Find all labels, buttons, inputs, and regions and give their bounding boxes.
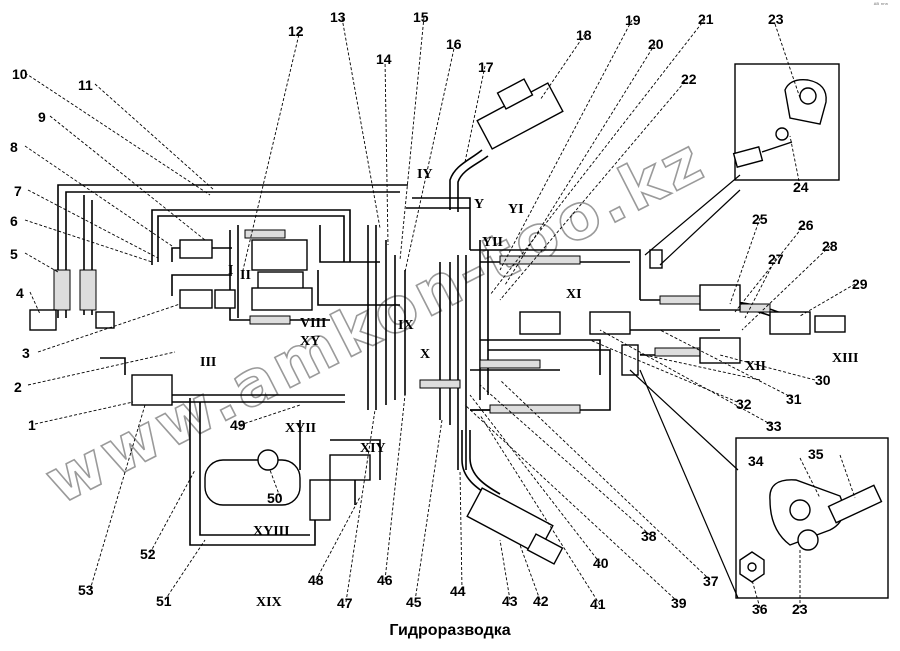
right-cylinder-fittings [519,249,846,376]
marker-YII: YII [482,235,503,250]
callout-25: 25 [752,211,768,227]
callout-31: 31 [786,391,802,407]
inset-clamp-bottom [735,437,889,599]
callout-30: 30 [815,372,831,388]
callout-20: 20 [648,36,664,52]
callout-45: 45 [406,594,422,610]
marker-Y: Y [474,197,484,212]
marker-III: III [200,355,216,370]
callout-24: 24 [793,179,809,195]
callout-26: 26 [798,217,814,233]
callout-10: 10 [12,66,28,82]
callout-labels: 1 2 3 4 5 6 7 8 9 10 11 12 13 14 15 16 1… [10,9,868,617]
callout-9: 9 [38,109,46,125]
callout-49: 49 [230,417,246,433]
inset-connectors [629,174,741,599]
marker-XIX: XIX [256,595,282,610]
components [29,63,889,599]
callout-32: 32 [736,396,752,412]
callout-53: 53 [78,582,94,598]
callout-39: 39 [671,595,687,611]
callout-14: 14 [376,51,392,67]
callout-1: 1 [28,417,36,433]
callout-15: 15 [413,9,429,25]
callout-3: 3 [22,345,30,361]
callout-19: 19 [625,12,641,28]
marker-II: II [240,268,251,283]
callout-40: 40 [593,555,609,571]
figure-caption: Гидроразводка [389,622,511,639]
callout-27: 27 [768,251,784,267]
marker-XIY: XIY [360,441,386,456]
callout-52: 52 [140,546,156,562]
callout-37: 37 [703,573,719,589]
callout-33: 33 [766,418,782,434]
callout-44: 44 [450,583,466,599]
corner-mark: ᴬᴮ ⁿⁿⁿ [873,2,888,9]
callout-13: 13 [330,9,346,25]
callout-38: 38 [641,528,657,544]
callout-50: 50 [267,490,283,506]
left-fitting [29,309,115,331]
callout-51: 51 [156,593,172,609]
callout-41: 41 [590,596,606,612]
marker-XIII: XIII [832,351,858,366]
marker-XY: XY [300,334,320,349]
callout-4: 4 [16,285,24,301]
callout-8: 8 [10,139,18,155]
callout-17: 17 [478,59,494,75]
callout-36: 36 [752,601,768,617]
callout-23-bottom: 23 [792,601,808,617]
marker-X: X [420,347,430,362]
callout-11: 11 [78,77,93,93]
top-valve [476,78,564,150]
callout-42: 42 [533,593,549,609]
callout-48: 48 [308,572,324,588]
callout-2: 2 [14,379,22,395]
marker-I: I [228,263,233,278]
marker-XII: XII [745,359,766,374]
callout-34: 34 [748,453,764,469]
callout-6: 6 [10,213,18,229]
distributor-block [251,239,313,311]
marker-XI: XI [566,287,582,302]
marker-XYIII: XYIII [253,524,290,539]
callout-12: 12 [288,23,304,39]
bottom-valve [466,487,564,565]
callout-23-top: 23 [768,11,784,27]
callout-22: 22 [681,71,697,87]
callout-35: 35 [808,446,824,462]
callout-21: 21 [698,11,714,27]
callout-18: 18 [576,27,592,43]
marker-VIII: VIII [300,316,326,331]
callout-46: 46 [377,572,393,588]
marker-IX: IX [398,318,414,333]
leader-lines [24,16,856,609]
marker-XYII: XYII [285,421,316,436]
callout-28: 28 [822,238,838,254]
callout-5: 5 [10,246,18,262]
callout-16: 16 [446,36,462,52]
callout-29: 29 [852,276,868,292]
valve-block-left [179,239,236,309]
callout-47: 47 [337,595,353,611]
roman-markers: I II III IY Y YI YII VIII IX X XI XII XI… [200,167,858,610]
callout-7: 7 [14,183,22,199]
callout-43: 43 [502,593,518,609]
hoses [53,229,771,414]
marker-YI: YI [508,202,524,217]
pump-assembly [131,374,371,521]
inset-clamp-top [732,63,840,181]
marker-IY: IY [417,167,433,182]
